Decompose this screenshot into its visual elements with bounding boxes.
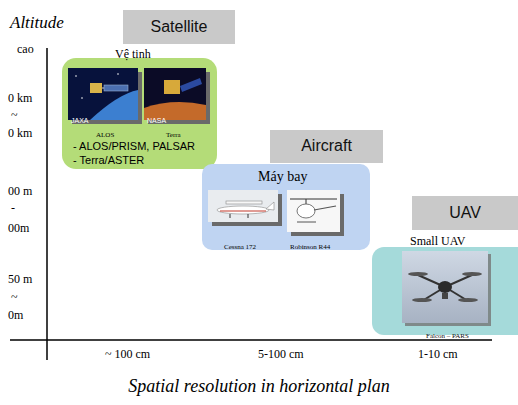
panel-heading-holder: Máy bay (258, 167, 307, 185)
x-axis (10, 339, 492, 341)
image-caption: Robinson R44 (290, 243, 330, 251)
altitude-tick-holder: 0m (8, 305, 23, 323)
y-axis (46, 48, 48, 360)
aircraft-panel: Máy bay (202, 164, 370, 250)
altitude-tick-holder: ~ (11, 105, 18, 123)
image-caption: Cessna 172 (224, 243, 256, 251)
tag-label-holder: Aircraft (270, 137, 383, 155)
category-tag: Satellite (123, 10, 235, 44)
axis-title-fragment-holder: cao (17, 39, 34, 57)
altitude-tick: ~ (11, 291, 18, 305)
tag-label: UAV (449, 204, 481, 222)
resolution-label: 1-10 cm (418, 348, 458, 362)
altitude-tick-holder: 00m (8, 218, 29, 236)
altitude-tick: 0m (8, 309, 23, 323)
image-caption: Terra (166, 131, 181, 139)
altitude-tick-holder: 0 km (8, 123, 32, 141)
altitude-tick-holder: - (11, 198, 15, 216)
image-caption: Falcon – PARS (426, 332, 469, 340)
panel-heading: Small UAV (410, 235, 465, 249)
image-credit: NASA (147, 117, 166, 125)
image-caption: ALOS (96, 131, 114, 139)
altitude-tick: ~ (11, 109, 18, 123)
altitude-tick: 0 km (8, 92, 32, 106)
caption: Spatial resolution in horizontal plan (128, 376, 389, 397)
altitude-tick: 00 m (8, 185, 32, 199)
sensor-item: - Terra/ASTER (73, 154, 144, 167)
panel-heading: Vệ tinh (115, 48, 151, 62)
resolution-label-holder: 5-100 cm (258, 344, 304, 362)
aircraft-photos (208, 190, 346, 238)
axis-title: Altitude (10, 13, 64, 33)
category-tag: UAV (412, 196, 518, 230)
caption-holder: Spatial resolution in horizontal plan (0, 376, 518, 397)
resolution-label-holder: ~ 100 cm (105, 344, 150, 362)
altitude-tick: 0 km (8, 127, 32, 141)
resolution-label: 5-100 cm (258, 348, 304, 362)
tag-label-holder: Satellite (123, 18, 235, 36)
altitude-tick-holder: 00 m (8, 181, 32, 199)
altitude-tick: 50 m (8, 273, 32, 287)
altitude-tick-holder: 50 m (8, 269, 32, 287)
altitude-tick: - (11, 202, 15, 216)
category-tag: Aircraft (270, 130, 383, 163)
sensor-item: - ALOS/PRISM, PALSAR (73, 140, 195, 153)
panel-heading-holder: Small UAV (410, 231, 465, 249)
resolution-label-holder: 1-10 cm (418, 344, 458, 362)
tag-label: Satellite (151, 18, 208, 36)
altitude-tick-holder: 0 km (8, 88, 32, 106)
altitude-tick: 00m (8, 222, 29, 236)
image-credit: JAXA (71, 117, 89, 125)
panel-heading: Máy bay (258, 169, 307, 185)
satellite-photos (68, 68, 212, 126)
satellite-panel: Vệ tinh- ALOS/PRISM, PALSAR- Terra/ASTER (62, 58, 217, 169)
uav-panel: Small UAV (372, 247, 518, 335)
panel-heading-holder: Vệ tinh (115, 44, 151, 62)
tag-label: Aircraft (301, 137, 352, 155)
axis-title-holder: Altitude (10, 13, 64, 33)
resolution-label: ~ 100 cm (105, 348, 150, 362)
altitude-tick-holder: ~ (11, 287, 18, 305)
tag-label-holder: UAV (412, 204, 518, 222)
uav-photo (402, 251, 492, 327)
axis-title-fragment: cao (17, 43, 34, 57)
sensor-item-holder: - Terra/ASTER (73, 150, 144, 168)
